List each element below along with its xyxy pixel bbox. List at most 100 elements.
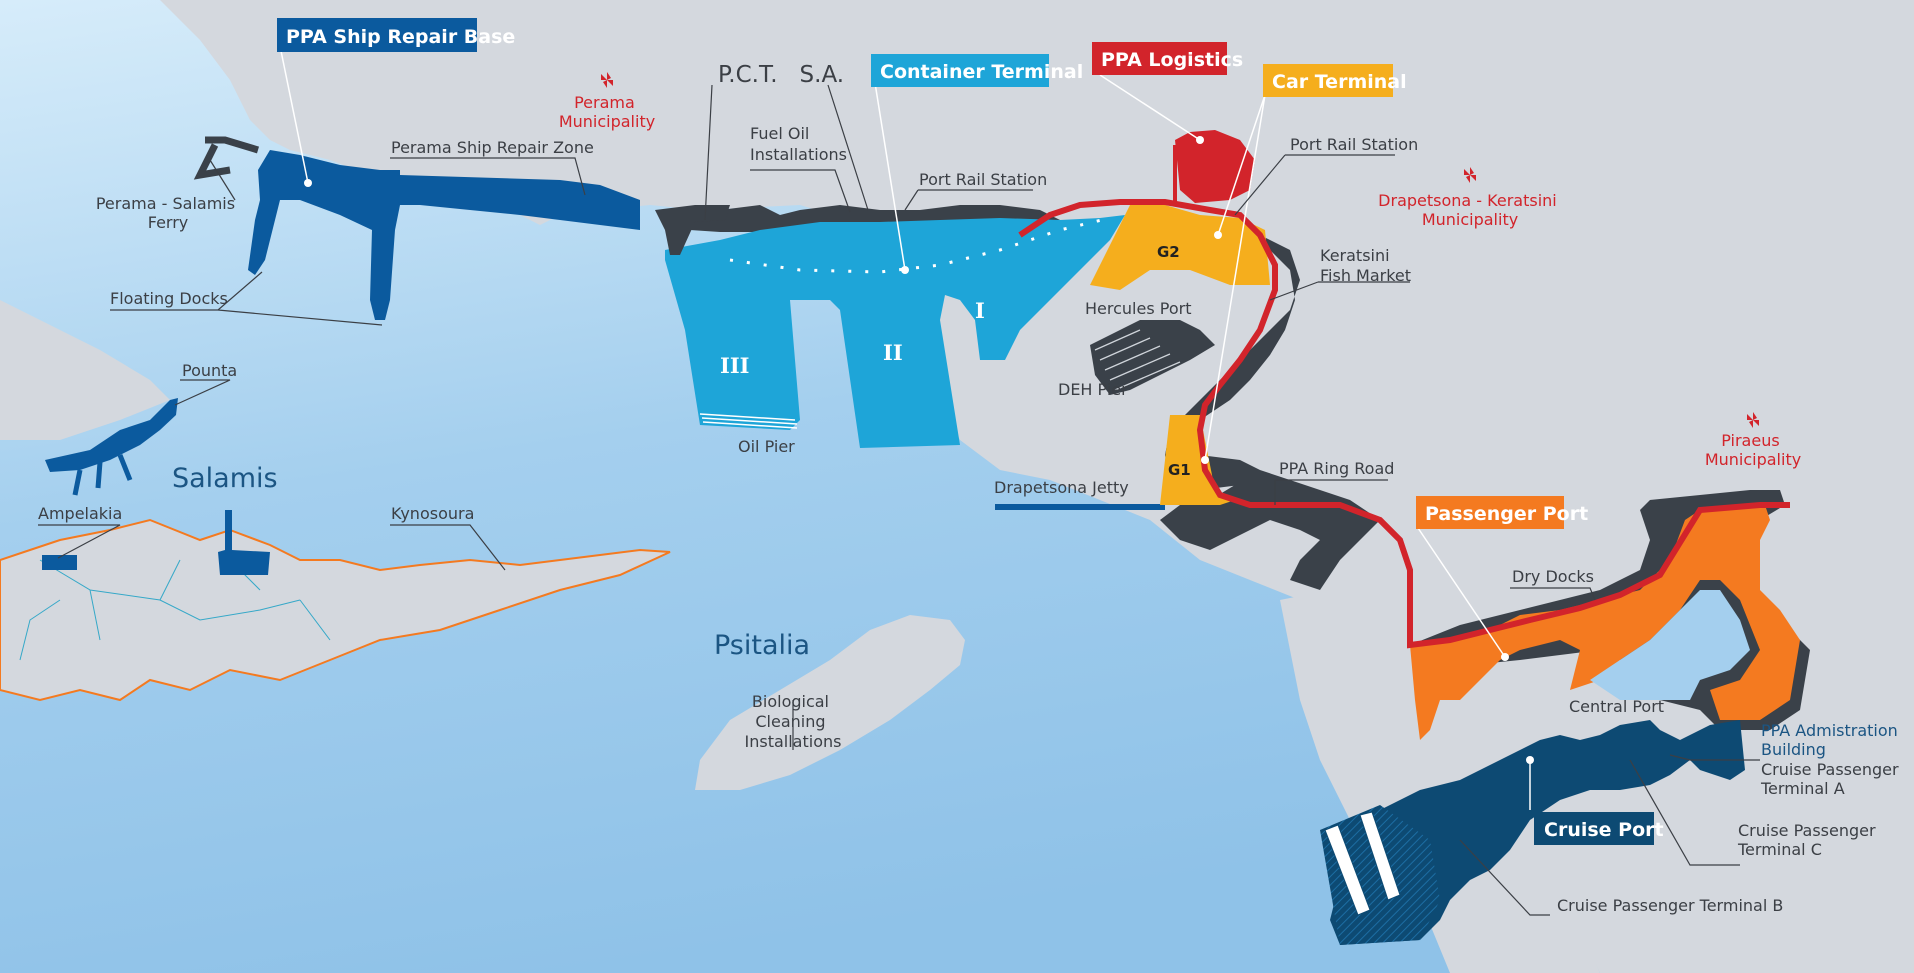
peninsula-south (1280, 590, 1600, 973)
leader-logistics (1099, 74, 1201, 141)
label-oil-pier: Oil Pier (738, 437, 795, 456)
label-perama-ferry-line-1: Perama - Salamis (96, 194, 235, 213)
car-terminal-g2 (1090, 205, 1270, 290)
perama-municipality: Perama Municipality (559, 93, 655, 131)
psitalia-island (695, 615, 965, 790)
leader-cruise-c (1629, 759, 1740, 866)
ampelakia-pier (42, 555, 77, 570)
leader-pct (704, 84, 869, 221)
tag-car: Car Terminal (1272, 71, 1407, 93)
gate-g2: G2 (1157, 243, 1180, 261)
cruise-pier-white-1 (1324, 824, 1371, 916)
oil-pier-hatch (699, 413, 798, 429)
pounta-facility (45, 398, 178, 472)
area-psitalia: Psitalia (714, 630, 810, 661)
drapetsona-municipality: Drapetsona - Keratsini Municipality (1378, 191, 1562, 229)
ship-repair-base (248, 150, 640, 320)
label-cruise-a-line-2: Terminal A (1760, 779, 1845, 798)
piraeus-municipality-icon (1747, 412, 1759, 428)
tag-container: Container Terminal (880, 61, 1083, 83)
label-ampelakia: Ampelakia (38, 504, 122, 523)
central-port-water (1590, 590, 1750, 700)
label-fuel-oil-line-2: Installations (750, 145, 847, 164)
mainland (160, 0, 1914, 973)
passenger-port (1410, 505, 1800, 740)
leader-car-1 (1217, 94, 1266, 236)
pier-number-3: III (720, 353, 749, 378)
container-terminal (665, 215, 1125, 448)
label-pounta: Pounta (182, 361, 237, 380)
label-kynosoura: Kynosoura (391, 504, 474, 523)
marker-ship-repair (304, 179, 312, 187)
perama-municipality-line-1: Perama (574, 93, 635, 112)
tag-ship-repair: PPA Ship Repair Base (286, 26, 515, 48)
leader-cruise-a (1669, 754, 1760, 761)
label-dry-docks: Dry Docks (1512, 567, 1594, 586)
marker-car-g2 (1214, 231, 1222, 239)
label-cruise-a-line-1: Cruise Passenger (1761, 760, 1899, 779)
leader-fuel-oil (750, 169, 851, 213)
tag-cruise-box (1534, 812, 1654, 845)
landmass-west (0, 300, 170, 440)
label-keratsini-line-1: Keratsini (1320, 246, 1390, 265)
label-bio-cleaning-line-1: Biological (752, 692, 829, 711)
marker-passenger (1501, 653, 1509, 661)
label-bio-cleaning-line-2: Cleaning (755, 712, 825, 731)
label-fuel-oil: Fuel Oil Installations (750, 124, 847, 164)
leader-repair-zone (390, 157, 586, 196)
leader-ferry (209, 159, 236, 201)
kynosoura-pier (218, 510, 270, 575)
label-bio-cleaning: Biological Cleaning Installations (745, 692, 842, 751)
label-floating-docks: Floating Docks (110, 289, 228, 308)
tag-passenger: Passenger Port (1425, 503, 1588, 525)
drapetsona-municipality-line-1: Drapetsona - Keratsini (1378, 191, 1557, 210)
marker-logistics (1196, 136, 1204, 144)
piraeus-municipality: Piraeus Municipality (1705, 431, 1801, 469)
area-pct: P.C.T. S.A. (718, 62, 844, 88)
perama-industrial (655, 205, 730, 255)
cruise-pier-white-2 (1359, 811, 1401, 901)
tag-logistics-box (1092, 42, 1227, 75)
label-cruise-c-line-2: Terminal C (1737, 840, 1822, 859)
marker-car-g1 (1201, 456, 1209, 464)
marker-cruise (1526, 756, 1534, 764)
label-perama-ferry-line-2: Ferry (148, 213, 189, 232)
label-cruise-c-line-1: Cruise Passenger (1738, 821, 1876, 840)
area-salamis: Salamis (172, 463, 278, 494)
leader-keratsini (1269, 281, 1410, 301)
tag-logistics: PPA Logistics (1101, 49, 1243, 71)
label-central-port: Central Port (1569, 697, 1664, 716)
leader-kynosoura (390, 524, 506, 571)
leader-ship-repair (279, 45, 309, 184)
label-ppa-admin: PPA Admistration Building (1761, 721, 1903, 759)
leader-dry-docks (1510, 587, 1596, 601)
label-bio-cleaning-line-3: Installations (745, 732, 842, 751)
label-hercules-port: Hercules Port (1085, 299, 1191, 318)
leader-cruise-b (1459, 839, 1550, 916)
leader-pounta (174, 379, 231, 406)
deh-pier-hatch (1094, 329, 1181, 391)
ferry-jetty (193, 136, 260, 180)
leader-rail-2 (1234, 154, 1395, 216)
leader-ampelakia (38, 524, 121, 559)
label-deh-pier: DEH Pier (1058, 380, 1128, 399)
leader-container (874, 82, 906, 271)
leader-floating-docks (110, 271, 383, 326)
pier-number-2: II (883, 340, 903, 365)
tag-cruise: Cruise Port (1544, 819, 1664, 841)
label-keratsini: Keratsini Fish Market (1320, 246, 1411, 285)
tag-car-box (1263, 64, 1393, 97)
salamis-island (0, 518, 671, 702)
ppa-ring-road (1018, 199, 1790, 649)
perama-municipality-icon (601, 72, 613, 88)
car-terminal-g1 (1160, 415, 1235, 505)
label-perama-repair-zone: Perama Ship Repair Zone (391, 138, 594, 157)
drapetsona-municipality-line-2: Municipality (1422, 210, 1518, 229)
label-ppa-admin-line-2: Building (1761, 740, 1826, 759)
rail-ticks (729, 216, 1111, 274)
label-perama-ferry: Perama - Salamis Ferry (96, 194, 240, 232)
label-cruise-b: Cruise Passenger Terminal B (1557, 896, 1783, 915)
pounta-piers (72, 454, 133, 496)
label-port-rail-station-1: Port Rail Station (919, 170, 1047, 189)
